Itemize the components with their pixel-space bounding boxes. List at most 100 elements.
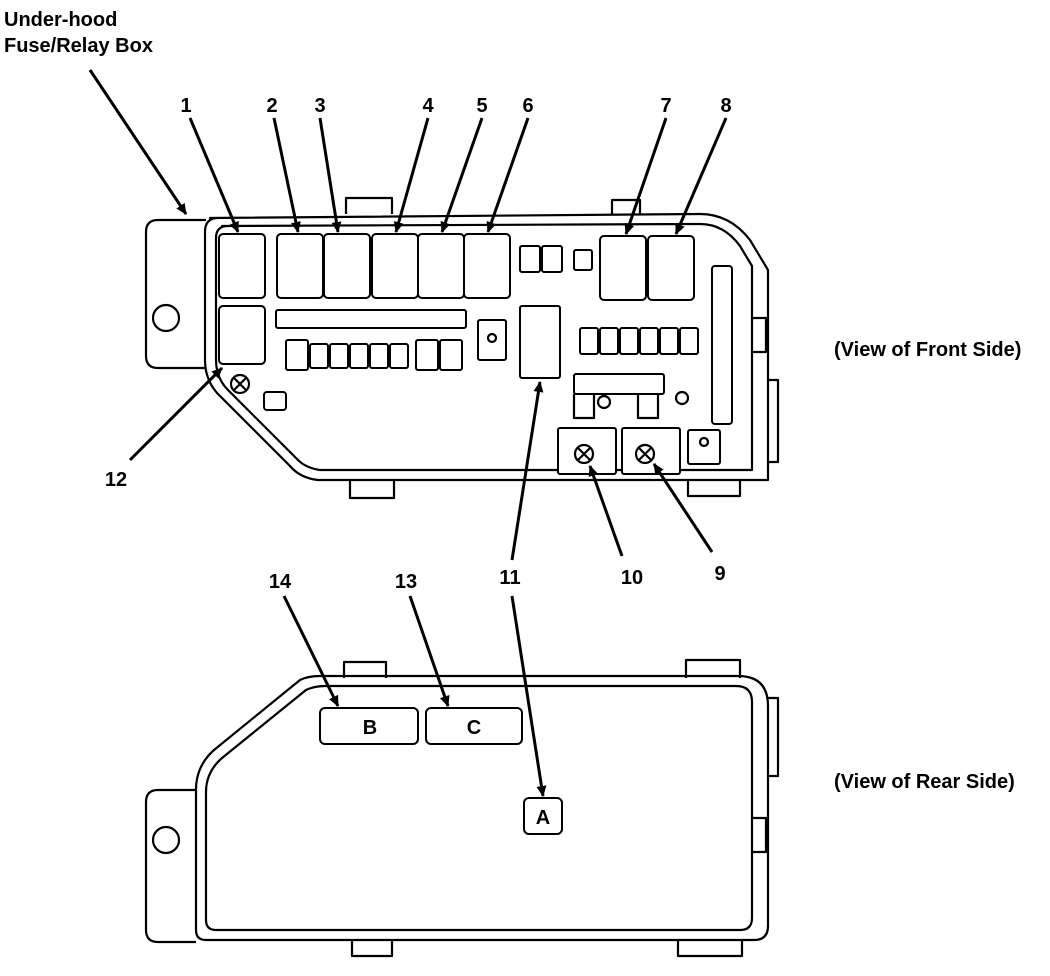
mini-fuse xyxy=(309,343,329,369)
arrow-3 xyxy=(318,117,342,233)
front-callout-arrows xyxy=(88,69,728,561)
callout-13: 13 xyxy=(395,571,417,593)
callout-4: 4 xyxy=(422,95,434,117)
connector-b xyxy=(319,707,419,745)
bolt-hole xyxy=(486,332,498,344)
front-view-box xyxy=(144,196,780,500)
arrow-4 xyxy=(393,117,430,233)
arrow-12 xyxy=(128,366,224,462)
rear-top-tab xyxy=(342,660,388,678)
terminal-10-screw xyxy=(573,443,595,465)
arrow-10 xyxy=(588,465,624,557)
callout-2: 2 xyxy=(266,95,277,117)
mini-fuse xyxy=(619,327,639,355)
relay-2 xyxy=(276,233,324,299)
callout-14: 14 xyxy=(269,571,292,593)
mini-fuse xyxy=(285,339,309,371)
terminal-9-screw xyxy=(634,443,656,465)
arrow-6 xyxy=(486,117,530,233)
title-arrow xyxy=(88,69,188,215)
rear-mount-tab xyxy=(144,788,196,944)
callout-11: 11 xyxy=(499,567,520,589)
arrow-11 xyxy=(510,381,544,561)
mini-fuse xyxy=(659,327,679,355)
mini-fuse xyxy=(439,339,463,371)
mount-screw xyxy=(229,373,251,395)
arrow-11-rear xyxy=(510,595,547,797)
small-hole xyxy=(596,394,612,410)
mini-fuse xyxy=(573,249,593,271)
rear-view-box xyxy=(144,658,780,958)
front-right-tab xyxy=(768,378,780,464)
front-bottom-tab xyxy=(348,480,396,500)
mini-fuse xyxy=(599,327,619,355)
mini-fuse xyxy=(329,343,349,369)
front-top-tab-right xyxy=(610,198,642,214)
callout-12: 12 xyxy=(105,469,127,491)
arrow-9 xyxy=(652,463,714,553)
mini-fuse xyxy=(579,327,599,355)
fuse-holder-leg xyxy=(572,394,596,420)
relay-12 xyxy=(218,305,266,365)
fuse-strip xyxy=(275,309,467,329)
front-view-label: (View of Front Side) xyxy=(834,339,1021,361)
callout-5: 5 xyxy=(476,95,487,117)
relay-6 xyxy=(463,233,511,299)
front-mount-tab xyxy=(144,218,206,370)
connector-c-label: C xyxy=(467,717,481,739)
rear-bottom-tab-right xyxy=(676,940,744,958)
small-hole xyxy=(674,390,690,406)
callout-9: 9 xyxy=(714,563,725,585)
rear-right-tab xyxy=(768,696,780,778)
front-bottom-tab-right xyxy=(686,480,742,498)
mini-fuse xyxy=(415,339,439,371)
connector-a xyxy=(523,797,563,835)
front-top-tab xyxy=(344,196,394,214)
relay-1 xyxy=(218,233,266,299)
rear-outer-shell xyxy=(194,674,770,942)
rear-view-label: (View of Rear Side) xyxy=(834,771,1015,793)
mini-fuse xyxy=(389,343,409,369)
bolt-terminal xyxy=(477,319,507,361)
arrow-1 xyxy=(188,117,240,233)
callout-8: 8 xyxy=(720,95,731,117)
front-mount-hole xyxy=(151,303,181,333)
small-block xyxy=(263,391,287,411)
rear-inner-shell xyxy=(204,684,754,932)
title-line-2: Fuse/Relay Box xyxy=(4,35,153,57)
arrow-14 xyxy=(282,595,340,707)
mini-fuse xyxy=(679,327,699,355)
title-line-1: Under-hood xyxy=(4,9,117,31)
connector-11 xyxy=(519,305,561,379)
terminal-9-housing xyxy=(621,427,681,475)
fuse-holder-leg xyxy=(636,394,660,420)
callout-10: 10 xyxy=(621,567,643,589)
rear-right-clip xyxy=(752,816,768,854)
ground-hole xyxy=(698,436,710,448)
mini-fuse xyxy=(639,327,659,355)
front-inner-shell xyxy=(214,222,754,472)
main-fuse-strip xyxy=(711,265,733,425)
callout-3: 3 xyxy=(314,95,325,117)
arrow-7 xyxy=(624,117,668,235)
fuse-holder xyxy=(573,373,665,395)
connector-a-label: A xyxy=(536,807,550,829)
rear-bottom-tab xyxy=(350,940,394,958)
relay-8 xyxy=(647,235,695,301)
mini-fuse xyxy=(519,245,541,273)
arrow-2 xyxy=(272,117,301,233)
rear-top-tab-right xyxy=(684,658,742,678)
mini-fuse xyxy=(349,343,369,369)
callout-7: 7 xyxy=(660,95,671,117)
arrow-13 xyxy=(408,595,450,707)
rear-callout-arrows xyxy=(282,595,547,797)
callout-1: 1 xyxy=(180,95,191,117)
rear-mount-hole xyxy=(151,825,181,855)
mini-fuse xyxy=(369,343,389,369)
mini-fuse xyxy=(541,245,563,273)
front-right-clip xyxy=(752,316,768,354)
connector-c xyxy=(425,707,523,745)
arrow-8 xyxy=(674,117,728,235)
callout-6: 6 xyxy=(522,95,533,117)
